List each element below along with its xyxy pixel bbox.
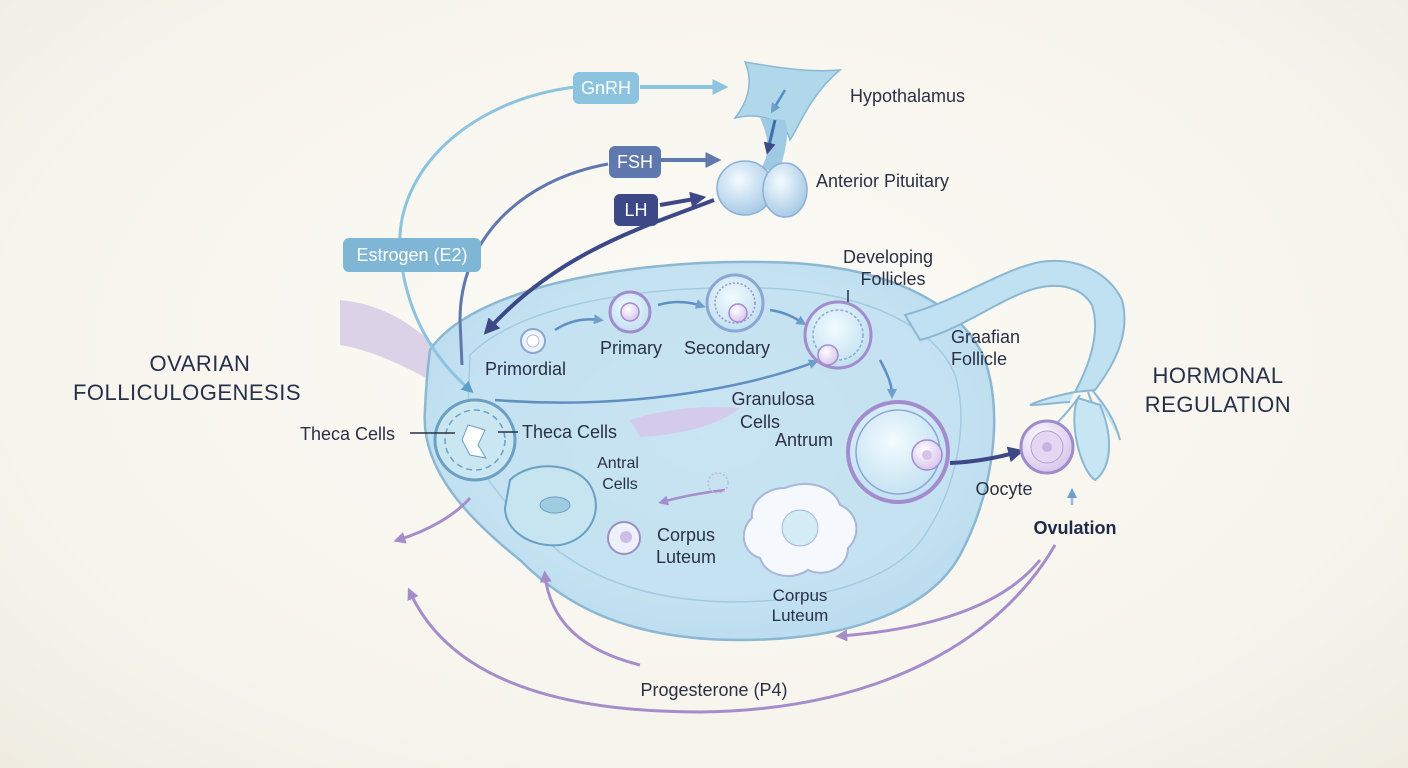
hypothalamus-label: Hypothalamus	[850, 86, 965, 106]
fallopian-tube	[903, 259, 1126, 394]
stage-arrows	[494, 299, 897, 506]
primary-follicle	[608, 290, 652, 334]
antral-cells-line1: Antral	[597, 455, 639, 472]
fsh-loop-arrow	[458, 162, 609, 366]
primordial-follicle	[520, 328, 546, 354]
corpus-luteum-lower-line2: Luteum	[772, 606, 829, 625]
graafian-line1: Graafian	[951, 327, 1020, 347]
lh-label: LH	[624, 200, 647, 220]
fsh-label: FSH	[617, 152, 653, 172]
primordial-label: Primordial	[485, 359, 566, 379]
graafian-follicle	[846, 400, 950, 504]
fsh-pill: FSH	[609, 146, 661, 178]
right-title-line2: REGULATION	[1145, 392, 1291, 417]
secondary-label: Secondary	[684, 338, 770, 358]
lh-arrow	[659, 191, 707, 208]
theca-cells-right-label: Theca Cells	[522, 422, 617, 442]
progesterone-arrow-left	[393, 497, 472, 544]
developing-follicles-line2: Follicles	[860, 269, 925, 289]
left-title-line2: FOLLICULOGENESIS	[73, 380, 301, 405]
gnrh-label: GnRH	[581, 78, 631, 98]
progesterone-arrow-right	[835, 559, 1042, 642]
corpus-luteum-inner-line1: Corpus	[657, 525, 715, 545]
antral-cell-cluster	[503, 465, 597, 547]
left-title-line1: OVARIAN	[150, 351, 251, 376]
corpus-luteum-small	[607, 521, 641, 555]
graafian-line2: Follicle	[951, 349, 1007, 369]
posterior-pituitary-lobe	[762, 162, 808, 218]
hypothalamus-shape	[733, 61, 843, 142]
ovulated-oocyte	[1019, 419, 1075, 475]
estrogen-pill: Estrogen (E2)	[343, 238, 481, 272]
corpus-luteum-lower-line1: Corpus	[773, 586, 828, 605]
hypothalamus-arrow	[770, 89, 787, 114]
granulosa-line1: Granulosa	[731, 389, 815, 409]
lh-pill: LH	[614, 194, 658, 226]
theca-cell-cluster	[433, 398, 517, 482]
progesterone-label: Progesterone (P4)	[640, 680, 787, 700]
antral-cells-line2: Cells	[602, 476, 638, 493]
lh-loop-arrow	[483, 198, 715, 335]
anterior-pituitary-label: Anterior Pituitary	[816, 171, 949, 191]
gnrh-loop-arrow	[398, 85, 576, 394]
progesterone-arrow-inner	[539, 570, 641, 667]
ovulation-label: Ovulation	[1033, 518, 1116, 538]
secondary-follicle	[705, 273, 765, 333]
progesterone-arrow-main	[407, 544, 1057, 714]
primary-label: Primary	[600, 338, 662, 358]
antrum-label: Antrum	[775, 430, 833, 450]
corpus-luteum-large	[742, 483, 858, 577]
gnrh-pill: GnRH	[573, 72, 639, 104]
ovulation-arrow	[949, 446, 1025, 465]
small-cell-marker	[707, 472, 729, 494]
right-title-line1: HORMONAL	[1152, 363, 1283, 388]
estrogen-label: Estrogen (E2)	[356, 245, 467, 265]
developing-follicle	[803, 300, 873, 370]
oocyte-label: Oocyte	[975, 479, 1032, 499]
developing-follicles-line1: Developing	[843, 247, 933, 267]
corpus-luteum-inner-line2: Luteum	[656, 547, 716, 567]
stalk-arrow	[763, 119, 777, 155]
granulosa-cells-band	[630, 407, 740, 437]
theca-cells-left-label: Theca Cells	[300, 424, 395, 444]
granulosa-line2: Cells	[740, 412, 780, 432]
ovarian-ligament	[340, 300, 450, 385]
